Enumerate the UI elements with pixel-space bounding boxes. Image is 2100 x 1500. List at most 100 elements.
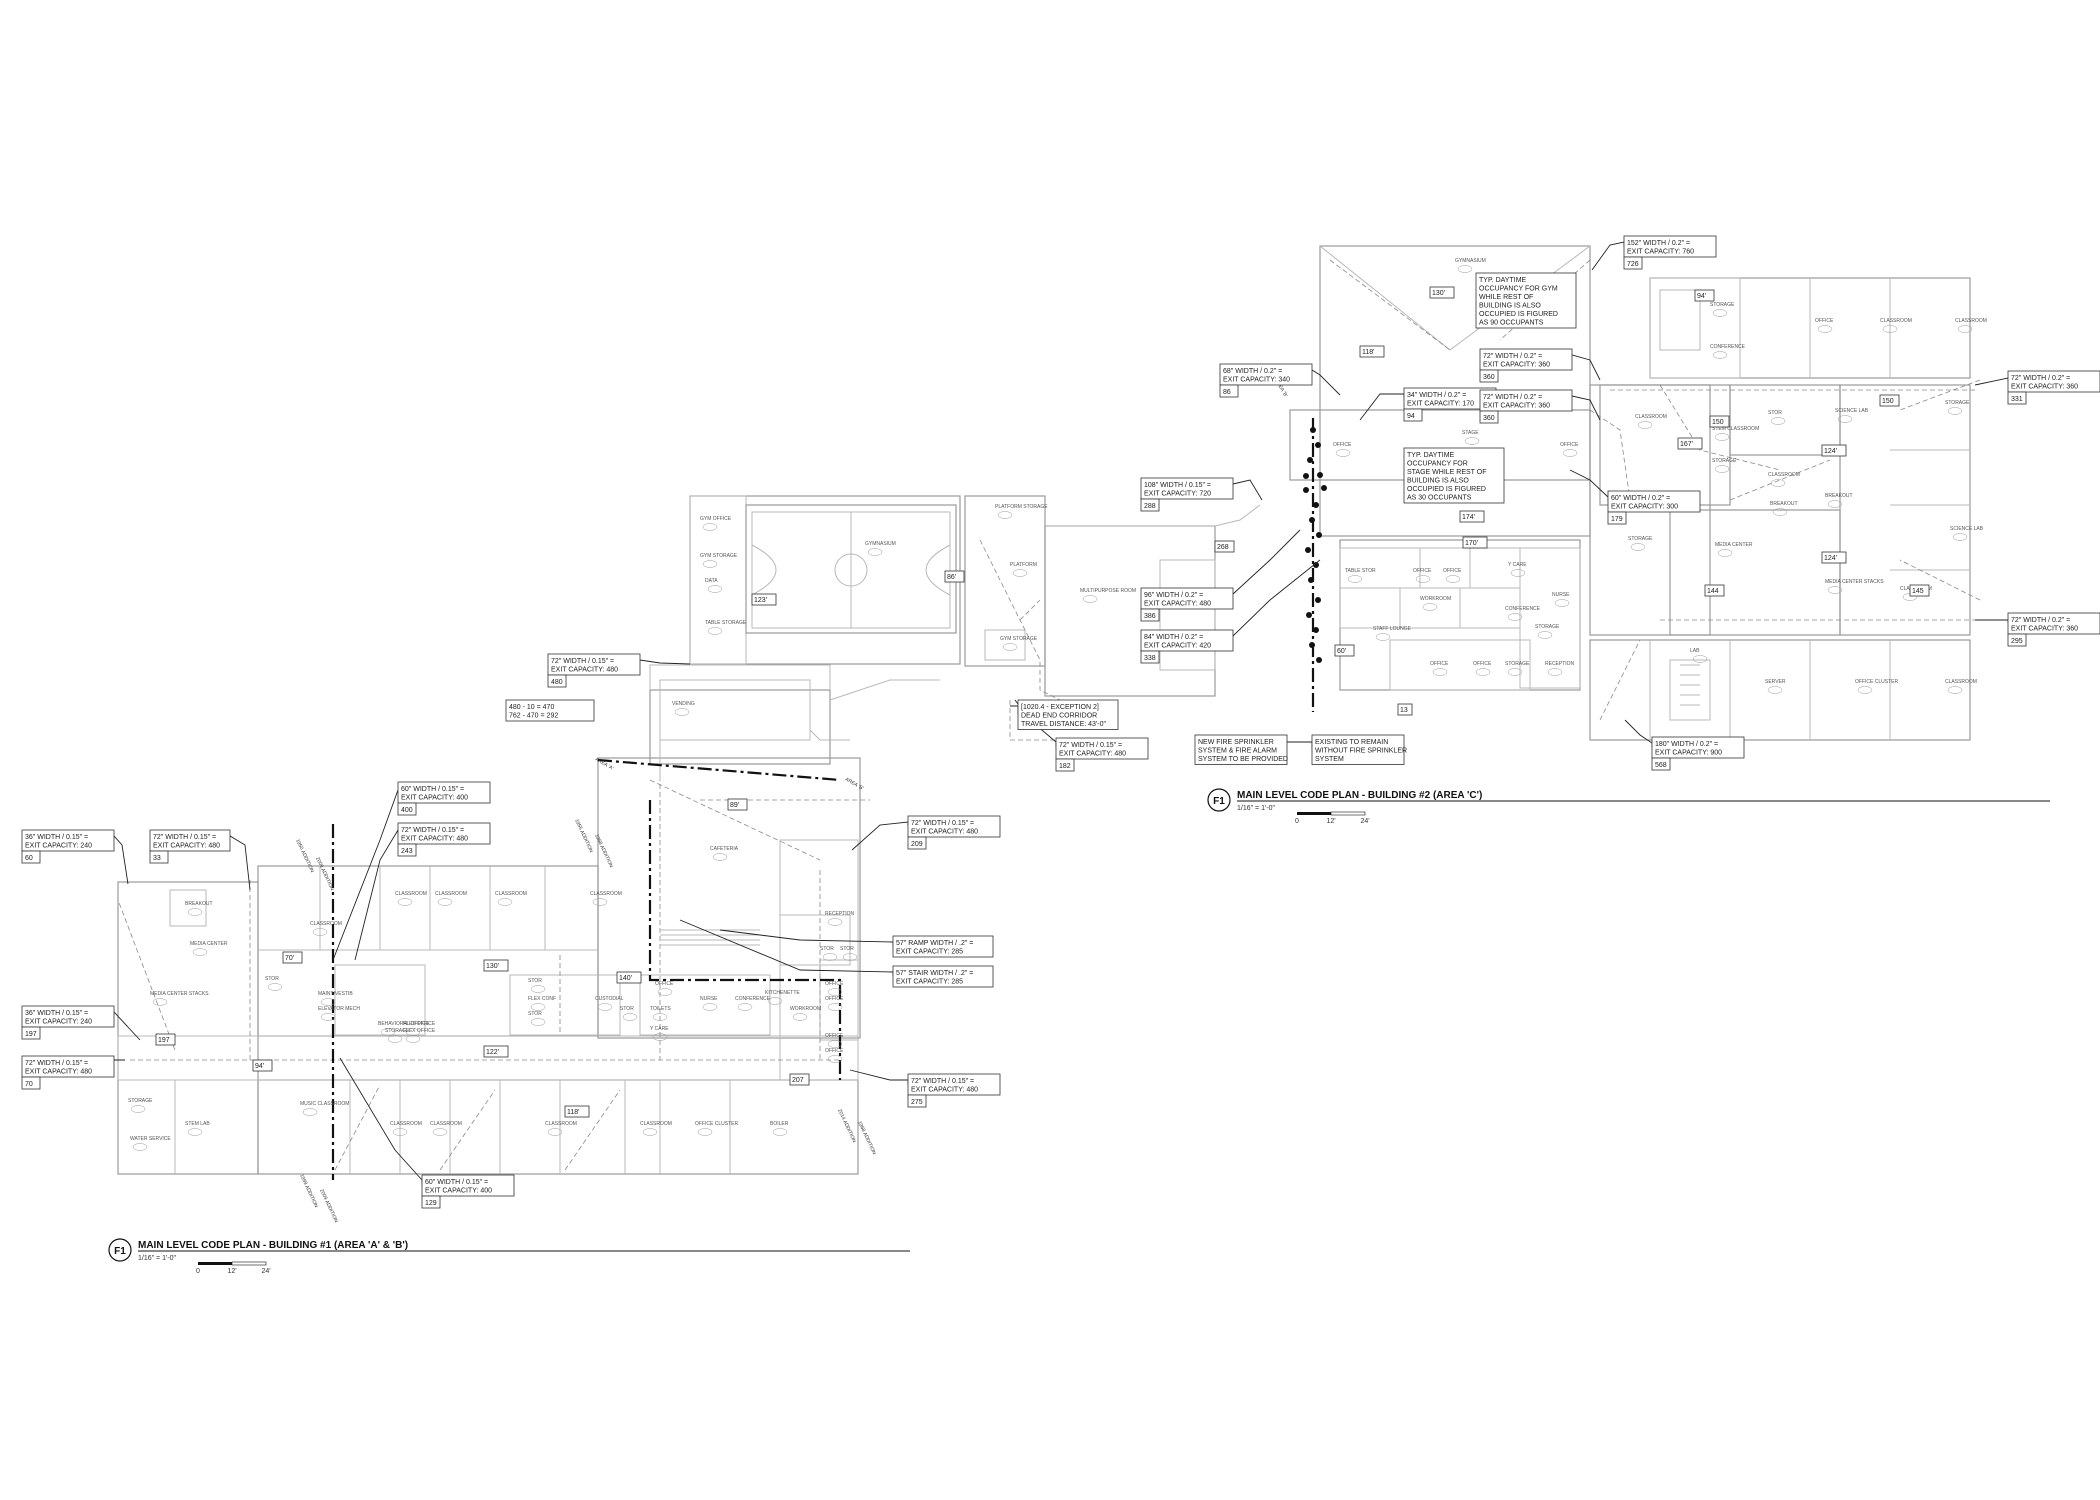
callout-count-box [421,1195,441,1209]
room-name: MEDIA CENTER [1715,542,1753,548]
occupant-tag-text: 130' [1432,290,1445,297]
room-number-ellipse [652,1033,668,1041]
room-name: CONFERENCE [735,996,771,1002]
room-number-ellipse [1947,407,1963,415]
callout-text: 72" WIDTH / 0.15" = [551,658,614,665]
room-tag: STORAGE [1712,458,1737,473]
room-name: GYM STORAGE [1000,636,1038,642]
callout-text: EXIT CAPACITY: 360 [2011,626,2078,633]
room-tag: OFFICE CLUSTER [695,1121,738,1136]
callout-text: EXIT CAPACITY: 760 [1627,249,1694,256]
occupant-tag: 60' [1334,644,1355,657]
callout-count-box [1623,256,1643,270]
room-number-ellipse [1335,449,1351,457]
occupant-tag-text: 150 [1882,398,1894,405]
room-number-ellipse [1882,325,1898,333]
occupant-tag: 124' [1821,551,1847,564]
room-name: RECEPTION [825,911,855,917]
occupant-tag: 13 [1397,703,1413,716]
callout-text: OCCUPIED IS FIGURED [1407,486,1486,493]
room-number-ellipse [592,898,608,906]
occupant-tag: 268 [1214,540,1235,553]
room-tag: STORAGE [128,1098,153,1113]
callout-text: TYP. DAYTIME [1479,277,1527,284]
callout-text: EXIT CAPACITY: 480 [911,829,978,836]
callout-text: EXIT CAPACITY: 360 [2011,384,2078,391]
room-tag: FLEX CONF [528,996,556,1011]
room-number-ellipse [1415,575,1431,583]
room-tag: CONFERENCE [1505,606,1541,621]
room-name: OFFICE [825,981,844,987]
room-number-ellipse [1375,633,1391,641]
callout-text: EXIT CAPACITY: 420 [1144,643,1211,650]
room-number-ellipse [772,1128,788,1136]
room-tag: OFFICE [1413,568,1432,583]
room-number-ellipse [767,997,783,1005]
callout-count-box [21,1076,41,1090]
room-name: CLASSROOM [310,921,342,927]
room-number-ellipse [1947,686,1963,694]
room-name: MEDIA CENTER [190,941,228,947]
room-number-ellipse [1475,668,1491,676]
room-number-ellipse [302,1108,318,1116]
room-tag: STOR [620,1006,638,1021]
room-number-ellipse [387,1035,403,1043]
callout-box [1055,737,1149,760]
callout: [1020.4 - EXCEPTION 2]DEAD END CORRIDORT… [1010,699,1119,730]
room-tag: OFFICE [825,1048,844,1063]
room-tag: STOR [1768,410,1786,425]
room-tag: STORAGE [1535,624,1560,639]
occupant-tag-text: 13 [1400,707,1408,714]
room-number-ellipse [1827,586,1843,594]
callout-box [1140,587,1234,610]
callout-leader [1569,469,1609,502]
callout-count: 179 [1611,516,1623,523]
area-separation-lines [331,418,1315,1180]
room-name: OFFICE [655,981,674,987]
callout-count: 243 [401,848,413,855]
room-tag: CLASSROOM [1880,318,1912,333]
room-tag: CONFERENCE [735,996,771,1011]
room-name: BOILER [770,1121,789,1127]
room-tag: TABLE STORAGE [705,620,747,635]
callout-box [21,1005,115,1028]
room-number-ellipse [827,1003,843,1011]
callout-text: 72" WIDTH / 0.15" = [911,820,974,827]
callout-count-box [397,843,417,857]
occupant-tag-text: 144 [1707,588,1719,595]
room-number-ellipse [547,1128,563,1136]
callout-text: 180" WIDTH / 0.2" = [1655,741,1718,748]
room-tag: CAFETERIA [710,846,739,861]
callout-box [505,699,595,722]
room-tag: CONFERENCE [1710,344,1746,359]
occupant-tag-text: 94' [1697,293,1706,300]
room-tag: WORKROOM [790,1006,821,1021]
callout-leader [1974,377,2009,386]
callout-count-box [1140,608,1160,622]
room-tag: FLEX OFFICE [403,1028,436,1043]
room-number-ellipse [1857,686,1873,694]
room-number-ellipse [1507,668,1523,676]
callout-leader [1975,619,2009,624]
room-tag: BOILER [770,1121,789,1136]
room-number-ellipse [1445,575,1461,583]
room-name: CLASSROOM [1880,318,1912,324]
addition-label: 1968 ADDITION [593,833,614,869]
addition-label: 1955 ADDITION [573,818,594,854]
addition-label: 1950 ADDITION [294,838,315,874]
room-number-ellipse [1507,613,1523,621]
room-number-ellipse [130,1105,146,1113]
room-number-ellipse [1347,575,1363,583]
room-tag: GYMNASIUM [865,541,896,556]
occupant-tag-text: 123' [754,597,767,604]
callout-text: EXIT CAPACITY: 480 [25,1069,92,1076]
callout-count: 129 [425,1200,437,1207]
room-name: BREAKOUT [185,901,213,907]
callout-box [21,1055,115,1078]
room-name: STORAGE [1712,458,1737,464]
room-name: WORKROOM [790,1006,821,1012]
